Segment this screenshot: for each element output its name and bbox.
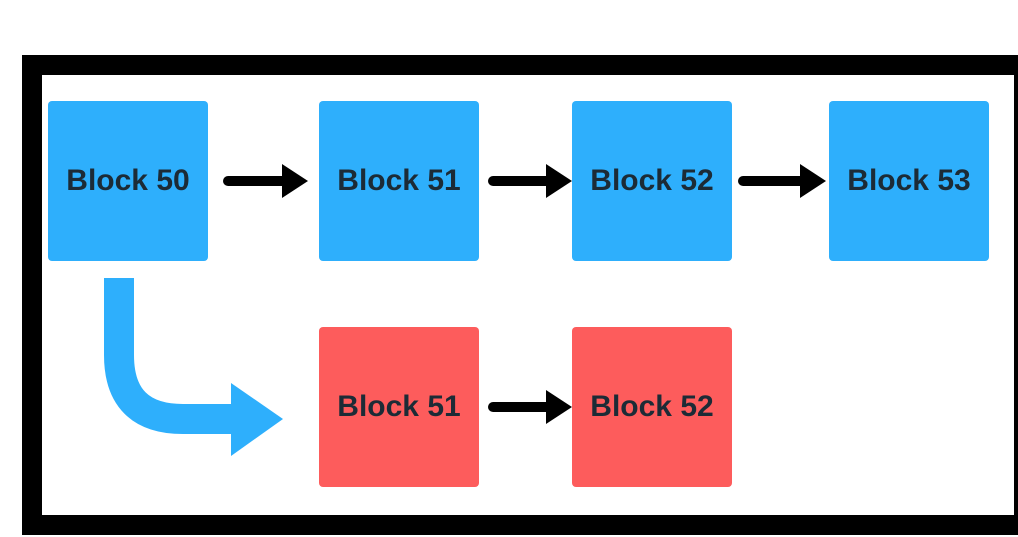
- chain-arrow-50-51: [223, 164, 308, 198]
- chain-arrow-52-53: [738, 164, 826, 198]
- main-block-53: Block 53: [829, 101, 989, 261]
- block-label: Block 50: [66, 164, 190, 197]
- fork-block-52: Block 52: [572, 327, 732, 487]
- block-label: Block 51: [337, 390, 461, 423]
- chain-arrow-fork-51-52: [488, 390, 572, 424]
- block-label: Block 51: [337, 164, 461, 197]
- chain-arrow-51-52: [488, 164, 572, 198]
- block-label: Block 52: [590, 164, 714, 197]
- chain-arrows: [223, 164, 826, 424]
- main-block-52: Block 52: [572, 101, 732, 261]
- main-block-51: Block 51: [319, 101, 479, 261]
- fork-arrow: [104, 278, 283, 456]
- block-label: Block 53: [847, 164, 971, 197]
- fork-block-51: Block 51: [319, 327, 479, 487]
- block-label: Block 52: [590, 390, 714, 423]
- main-block-50: Block 50: [48, 101, 208, 261]
